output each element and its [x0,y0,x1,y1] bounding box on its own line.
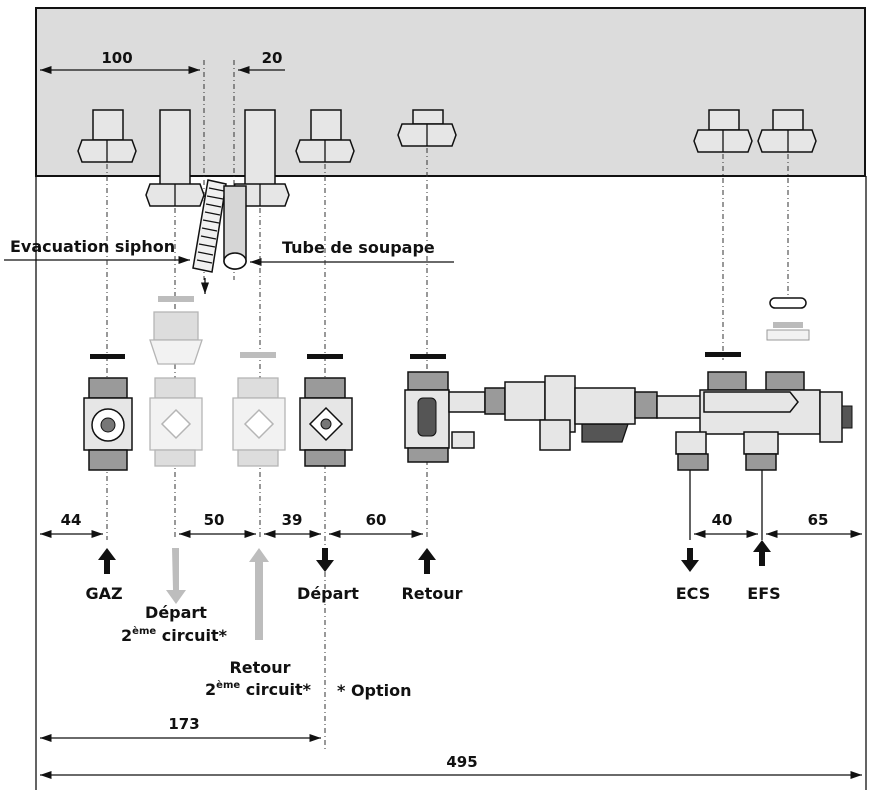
label-evacuation-siphon: Evacuation siphon [10,237,175,256]
valve-retour-second-circuit [232,352,286,467]
efs-nut [757,109,817,153]
depart-nut [295,109,355,163]
gaz-nut [77,109,137,163]
siphon-labels: Evacuation siphon Tube de soupape [4,237,454,267]
arrow-down-ecs [681,548,699,572]
label-retour-second-line1: Retour [229,658,290,677]
dim-39: 39 [282,511,303,529]
valve-tube [223,185,247,270]
label-depart: Départ [297,584,359,603]
arrow-up-efs [753,540,771,566]
label-tube-soupape: Tube de soupape [282,238,435,257]
valve-depart-second-circuit [149,296,203,467]
dim-20: 20 [262,49,283,67]
bottom-dimension-row: 44 50 39 60 40 65 [40,511,862,539]
label-retour-second-line2: 2ème circuit* [205,679,312,699]
arrow-down-depart [316,548,334,572]
label-retour: Retour [401,584,462,603]
dim-173: 173 [168,715,199,733]
ecs-nut [693,109,753,153]
connection-labels: GAZ Départ 2ème circuit* Départ Retour R… [85,584,780,700]
overall-dimensions: 173 495 [40,715,862,780]
label-efs: EFS [747,584,780,603]
arrow-down-depart-second [166,548,186,604]
valve-gaz [83,354,133,471]
siphon-hose [192,179,227,273]
flow-arrows [98,540,771,640]
dim-100: 100 [101,49,132,67]
extension-lines [35,176,867,790]
label-depart-second-line1: Départ [145,603,207,622]
label-option-note: * Option [337,681,412,700]
top-dimensions: 100 20 [40,49,285,280]
dim-60: 60 [366,511,387,529]
arrow-up-gaz [98,548,116,574]
label-ecs: ECS [676,584,711,603]
center-lines [106,148,789,750]
dim-50: 50 [204,511,225,529]
valve-retour [404,354,486,463]
ecs-efs-manifold [484,297,853,471]
dim-44: 44 [61,511,82,529]
dim-40: 40 [712,511,733,529]
dim-65: 65 [808,511,829,529]
valve-depart [299,354,353,467]
boiler-connections [77,109,817,294]
dim-495: 495 [446,753,477,771]
retour-nut [397,109,457,147]
second-circuit-depart-pipe [145,109,205,207]
label-depart-second-line2: 2ème circuit* [121,625,228,645]
label-gaz: GAZ [85,584,122,603]
arrow-up-retour [418,548,436,574]
arrow-up-retour-second [249,548,269,640]
